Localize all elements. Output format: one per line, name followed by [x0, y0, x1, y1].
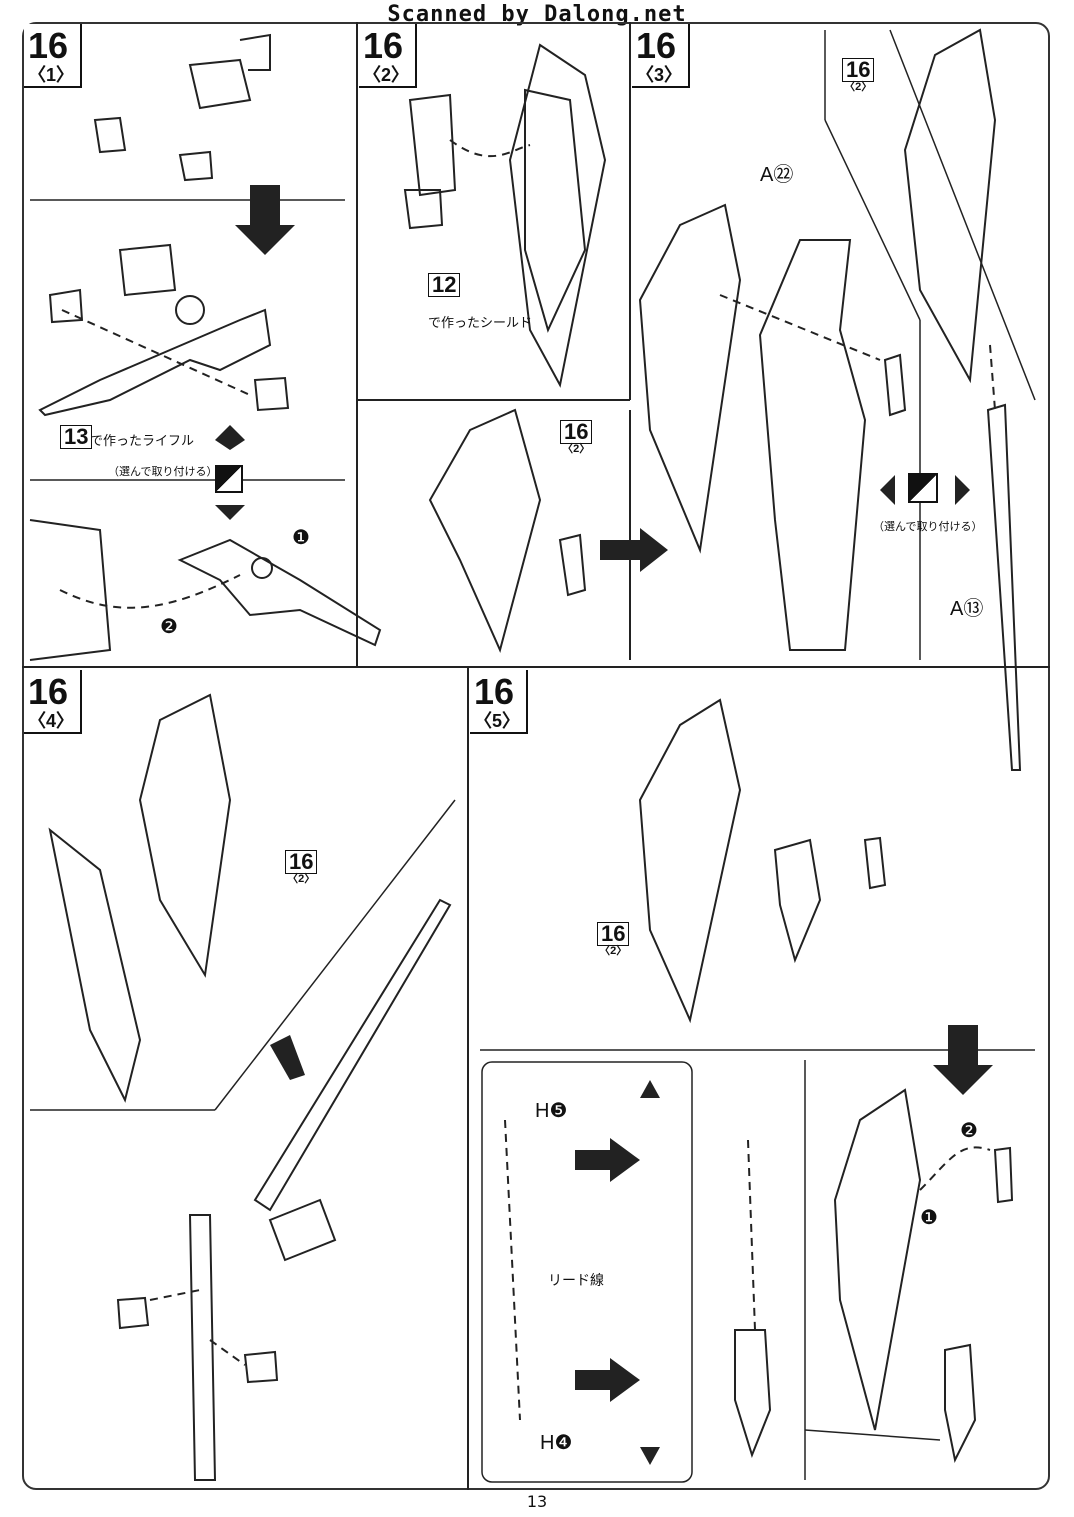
step-number: 16 — [636, 25, 677, 66]
step-16-2: 16 〈2〉 — [359, 24, 418, 88]
marker-1: ❶ — [920, 1207, 938, 1229]
ref-16-2: 16 〈2〉 — [285, 850, 318, 885]
step-number: 16 — [363, 25, 404, 66]
step-number: 16 — [28, 671, 69, 712]
step-number: 16 — [28, 25, 69, 66]
step-substep: 〈3〉 — [636, 65, 683, 85]
marker-2: ❷ — [960, 1120, 978, 1142]
ref-13: 13 — [60, 425, 93, 449]
step-16-1: 16 〈1〉 — [24, 24, 83, 88]
step-number: 16 — [474, 671, 515, 712]
ref-12: 12 — [428, 273, 461, 297]
choose-attach-icon — [908, 473, 938, 503]
part-a13: A⑬ — [950, 598, 984, 620]
shield-caption: で作ったシールド — [428, 315, 533, 330]
step-substep: 〈2〉 — [363, 65, 410, 85]
part-h4: H❹ — [540, 1432, 573, 1454]
step-16-3: 16 〈3〉 — [632, 24, 691, 88]
step-16-5: 16 〈5〉 — [470, 670, 529, 734]
ref-16-2: 16 〈2〉 — [597, 922, 630, 957]
ref-16-2: 16 〈2〉 — [842, 58, 875, 93]
marker-2: ❷ — [160, 616, 178, 638]
part-h5: H❺ — [535, 1100, 568, 1122]
choose-attach-note: （選んで取り付ける） — [873, 521, 983, 533]
marker-1: ❶ — [292, 527, 310, 549]
lead-wire-label: リード線 — [548, 1272, 604, 1288]
ref-16-2: 16 〈2〉 — [560, 420, 593, 455]
step-substep: 〈4〉 — [28, 711, 75, 731]
page-number: 13 — [526, 1492, 548, 1511]
step-substep: 〈1〉 — [28, 65, 75, 85]
step-substep: 〈5〉 — [474, 711, 521, 731]
step-16-4: 16 〈4〉 — [24, 670, 83, 734]
rifle-caption: で作ったライフル — [90, 433, 195, 448]
page-frame — [22, 22, 1050, 1490]
choose-attach-icon — [215, 465, 243, 493]
part-a22: A㉒ — [760, 164, 794, 186]
choose-attach-note: （選んで取り付ける） — [108, 466, 218, 478]
